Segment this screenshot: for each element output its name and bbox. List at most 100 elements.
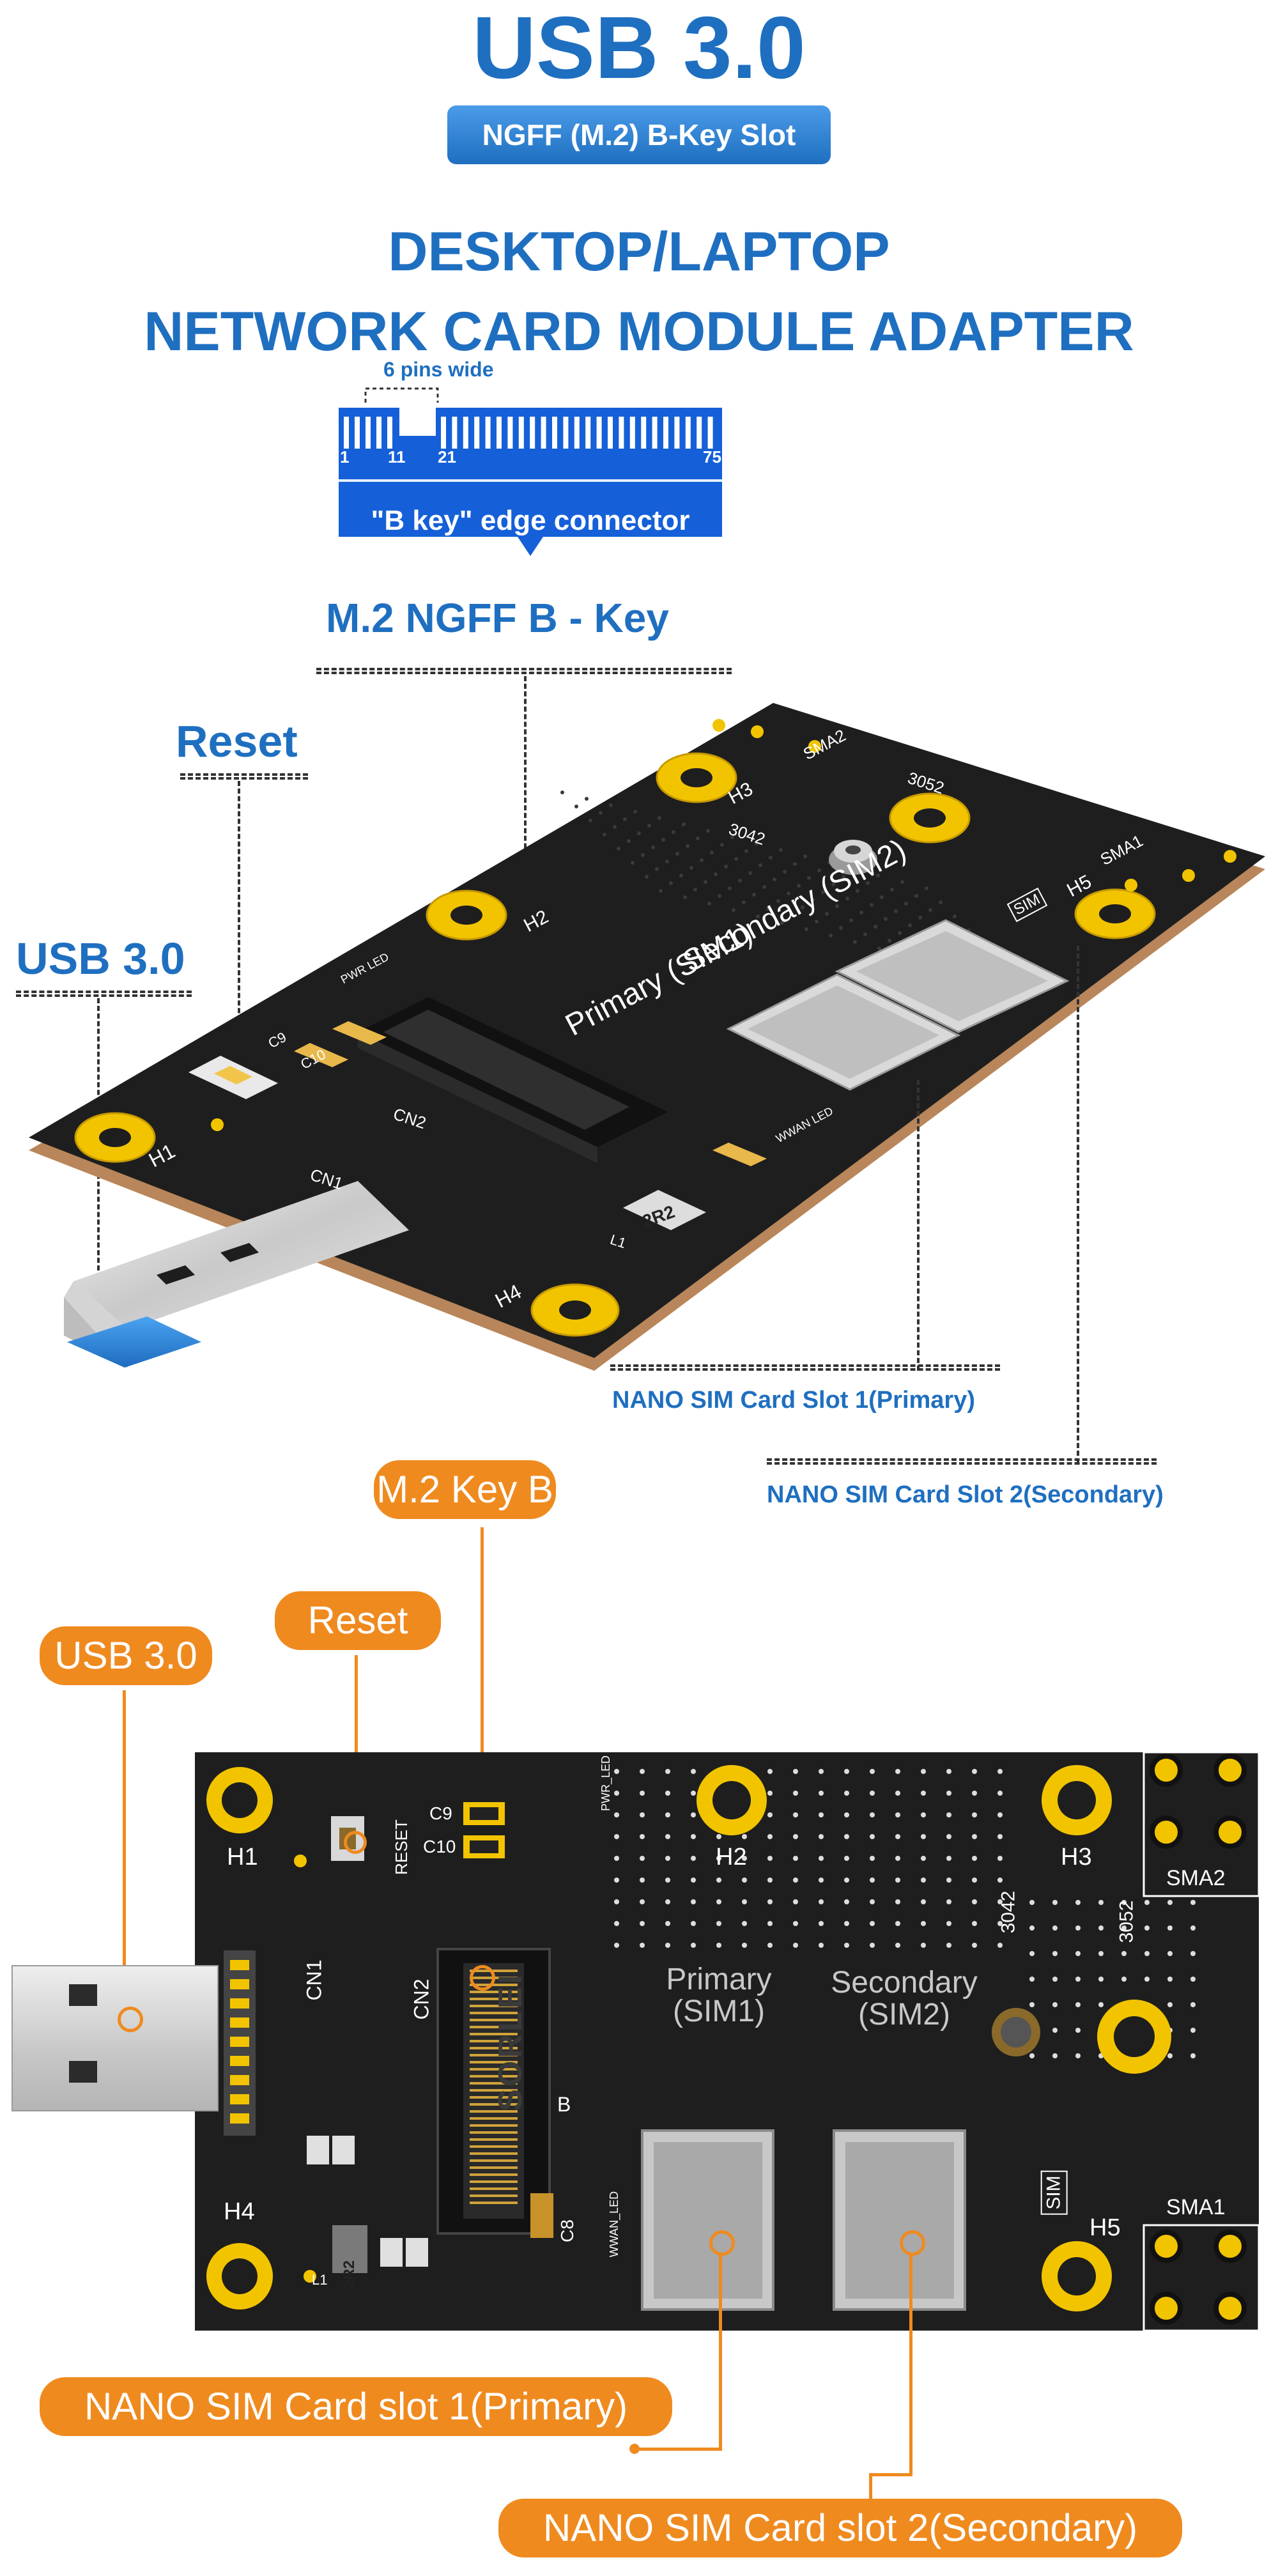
bottom-h5: H5 [1089, 2214, 1121, 2241]
bottom-l1: L1 [312, 2272, 328, 2288]
board-via [661, 838, 665, 842]
edge-pin [619, 417, 624, 449]
m2-socket-pin [470, 2138, 518, 2141]
board-via [946, 1921, 951, 1926]
board-via [623, 817, 627, 821]
edge-pin [697, 417, 702, 449]
board-via [655, 867, 659, 871]
m2-underline [316, 668, 732, 674]
board-via [744, 849, 748, 853]
bottom-2r2: 2R2 [341, 2260, 358, 2289]
reset-leader-bottom [355, 1655, 358, 1834]
board-via [755, 842, 758, 845]
board-via [614, 1791, 619, 1796]
board-via [609, 803, 613, 807]
board-via [844, 1943, 849, 1948]
board-via [870, 1899, 875, 1904]
board-via [614, 1921, 619, 1926]
board-via [766, 907, 770, 911]
m2-socket-pin [470, 2019, 518, 2021]
board-via [870, 1943, 875, 1948]
board-via [658, 816, 661, 820]
board-via [779, 848, 783, 852]
board-via [710, 851, 714, 854]
board-via [972, 1812, 977, 1817]
board-via [640, 1856, 645, 1861]
usb-leader-bottom [123, 1690, 126, 2013]
board-via [844, 1899, 849, 1904]
board-via [1052, 1900, 1058, 1905]
board-via [805, 927, 808, 931]
m2-socket-pin [470, 2103, 518, 2106]
board-via [801, 906, 805, 909]
board-via [614, 1856, 619, 1861]
board-via [793, 1856, 798, 1861]
usb-underline [16, 991, 192, 997]
board-via [895, 1834, 900, 1839]
bottom-primary: Primary [666, 1963, 772, 1996]
board-via [640, 1878, 645, 1883]
reset-callout: Reset [176, 716, 298, 766]
board-via [1075, 1951, 1081, 1956]
board-via [844, 1769, 849, 1774]
page-title: USB 3.0 [472, 0, 806, 97]
board-via [683, 895, 687, 899]
sim2-underline [767, 1458, 1157, 1465]
board-via [914, 894, 918, 898]
board-via [844, 1878, 849, 1883]
bottom-secondary: Secondary [831, 1966, 978, 2000]
board-via [819, 1921, 824, 1926]
board-via [773, 877, 776, 881]
bottom-sma2: SMA2 [1166, 1866, 1226, 1890]
board-via [972, 1769, 977, 1774]
board-via [849, 918, 853, 922]
board-via [870, 1856, 875, 1861]
board-via [640, 1834, 645, 1839]
board-via [682, 822, 686, 826]
board-via [716, 1921, 721, 1926]
board-via [767, 1834, 773, 1839]
board-via [627, 839, 631, 843]
board-via [767, 1921, 773, 1926]
usb-hole-2 [69, 2061, 97, 2083]
sim1-leader-bottom [719, 2254, 722, 2449]
sim1-callout: NANO SIM Card Slot 1(Primary) [612, 1387, 975, 1414]
board-via [870, 1769, 875, 1774]
cn1-pad [230, 2094, 249, 2104]
board-via [732, 908, 735, 912]
board-via [637, 831, 641, 835]
board-via [589, 819, 592, 822]
edge-pin [574, 417, 580, 449]
board-via [972, 1878, 977, 1883]
bottom-cn2: CN2 [410, 1978, 433, 2020]
board-via [716, 1878, 721, 1883]
board-via [675, 852, 679, 856]
board-via [1029, 1925, 1035, 1931]
m2-socket-pin [470, 2131, 518, 2134]
board-via [614, 1834, 619, 1839]
bottom-brand: SORLEI [491, 1972, 529, 2111]
board-via [1144, 1951, 1150, 1956]
board-via [1075, 1925, 1081, 1931]
board-via [1052, 1951, 1058, 1956]
board-via [693, 888, 697, 891]
board-via [767, 1812, 773, 1817]
board-via [691, 1899, 696, 1904]
usb-callout: USB 3.0 [16, 934, 185, 983]
board-via [1190, 1977, 1196, 1982]
bottom-h4: H4 [224, 2198, 255, 2225]
board-via [614, 1899, 619, 1904]
board-via [894, 909, 898, 913]
usb-callout-bottom: USB 3.0 [40, 1626, 212, 1685]
board-via [856, 889, 859, 893]
sim2-leader-bottom-h [869, 2473, 912, 2476]
cn1-pad [230, 1979, 249, 1989]
cn1-pad [230, 1960, 249, 1970]
board-via [734, 857, 738, 861]
reset-leader [238, 781, 240, 1081]
edge-connector-label: "B key" edge connector [371, 505, 690, 536]
edge-pin [552, 417, 557, 449]
m2-socket-pin [470, 2054, 518, 2056]
board-via [1167, 1977, 1173, 1982]
board-via [574, 805, 578, 808]
